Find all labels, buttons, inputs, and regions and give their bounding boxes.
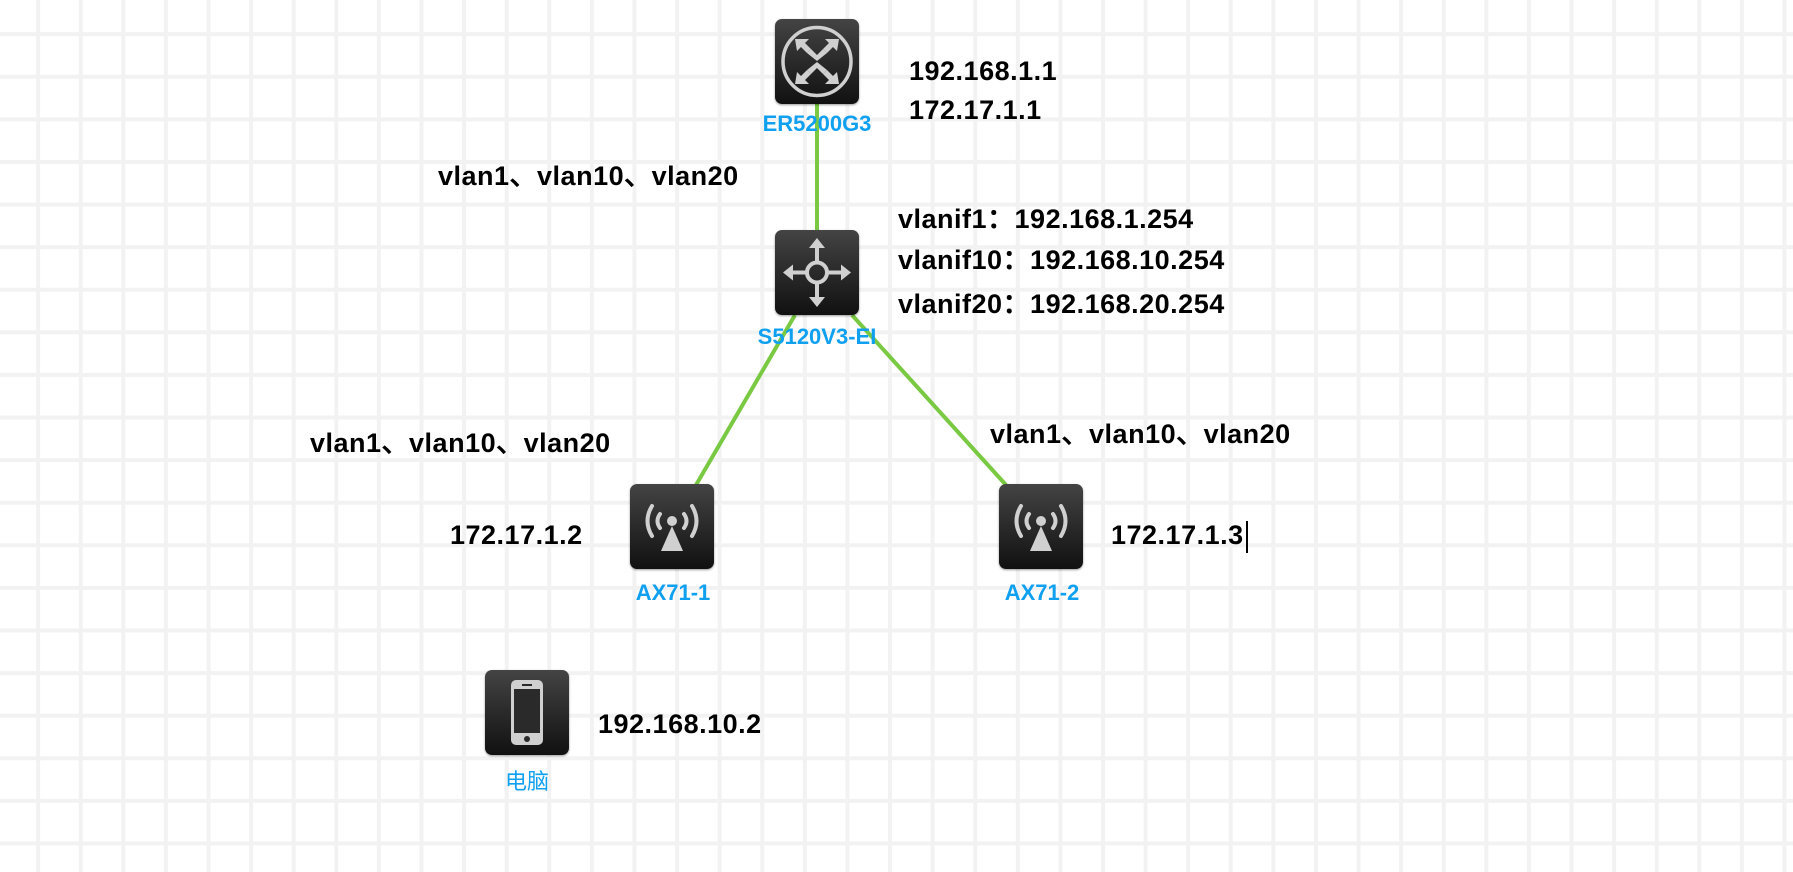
switch-vlanif-1: vlanif1：192.168.1.254 [898,204,1194,234]
ap2-device[interactable] [999,484,1083,569]
switch-device[interactable] [775,230,859,315]
ap2-name: AX71-2 [1004,580,1080,605]
ap1-device[interactable] [630,484,714,569]
link-label-router-switch: vlan1、vlan10、vlan20 [438,161,739,191]
router-ip-1: 192.168.1.1 [909,56,1058,86]
smartphone-icon [511,680,543,745]
link-label-switch-ap1: vlan1、vlan10、vlan20 [310,428,611,458]
phone-ip: 192.168.10.2 [598,709,762,739]
link-label-switch-ap2: vlan1、vlan10、vlan20 [990,419,1291,449]
ap1-name: AX71-1 [635,580,711,605]
link-switch-ap1[interactable] [694,313,797,487]
switch-vlanif-10: vlanif10：192.168.10.254 [898,245,1225,275]
wireless-ap-icon [1014,504,1068,551]
switch-vlanif-20: vlanif20：192.168.20.254 [898,289,1225,319]
switch-name: S5120V3-EI [757,324,877,349]
router-device[interactable] [775,19,859,104]
router-icon [781,25,853,98]
router-name: ER5200G3 [762,111,872,136]
ap2-ip-editing[interactable]: 172.17.1.3 [1111,520,1248,553]
ap1-ip: 172.17.1.2 [450,520,583,550]
phone-name: 电脑 [504,769,549,794]
ap2-ip: 172.17.1.3 [1111,520,1244,550]
link-switch-ap2[interactable] [850,313,1008,487]
wireless-ap-icon [645,504,699,551]
phone-device[interactable] [485,670,569,755]
router-ip-2: 172.17.1.1 [909,95,1042,125]
text-cursor [1245,520,1248,553]
switch-icon [783,238,851,307]
